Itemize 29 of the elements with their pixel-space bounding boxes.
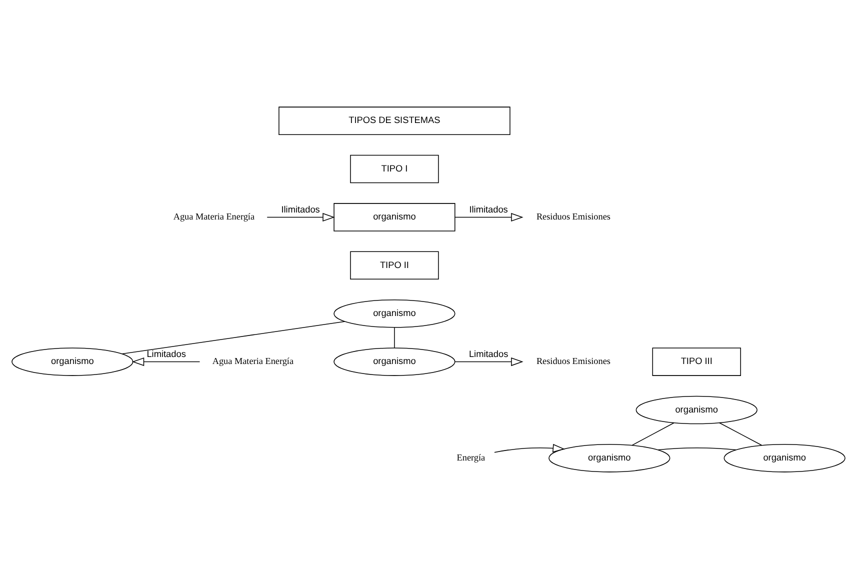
- node-box: TIPO II: [350, 251, 439, 280]
- edge-label: Limitados: [468, 348, 508, 359]
- edge-label: Limitados: [146, 348, 186, 359]
- connector: [718, 422, 762, 446]
- connector: [394, 327, 395, 348]
- node-ellipse: organismo: [636, 396, 758, 424]
- arrow: [266, 212, 335, 222]
- node-text: Agua Materia Energía: [173, 212, 255, 222]
- node-text: Agua Materia Energía: [212, 356, 294, 366]
- node-ellipse: organismo: [724, 444, 846, 472]
- connector: [122, 321, 346, 354]
- node-box: organismo: [334, 203, 456, 232]
- node-box: TIPOS DE SISTEMAS: [278, 106, 510, 135]
- connector: [658, 447, 736, 450]
- edge-label: Ilimitados: [469, 204, 508, 214]
- node-ellipse: organismo: [334, 348, 456, 376]
- node-ellipse: organismo: [334, 299, 456, 328]
- connector: [632, 422, 674, 446]
- node-box: TIPO III: [652, 348, 741, 376]
- arrow: [454, 358, 524, 366]
- arrow: [454, 212, 524, 222]
- arrow: [132, 358, 200, 366]
- node-text: Residuos Emisiones: [536, 356, 610, 366]
- edge-label: Ilimitados: [281, 204, 320, 214]
- node-ellipse: organismo: [12, 348, 134, 376]
- node-text: Residuos Emisiones: [536, 212, 610, 222]
- node-box: TIPO I: [350, 154, 439, 184]
- node-text: Energía: [456, 452, 486, 463]
- arrow: [494, 444, 565, 453]
